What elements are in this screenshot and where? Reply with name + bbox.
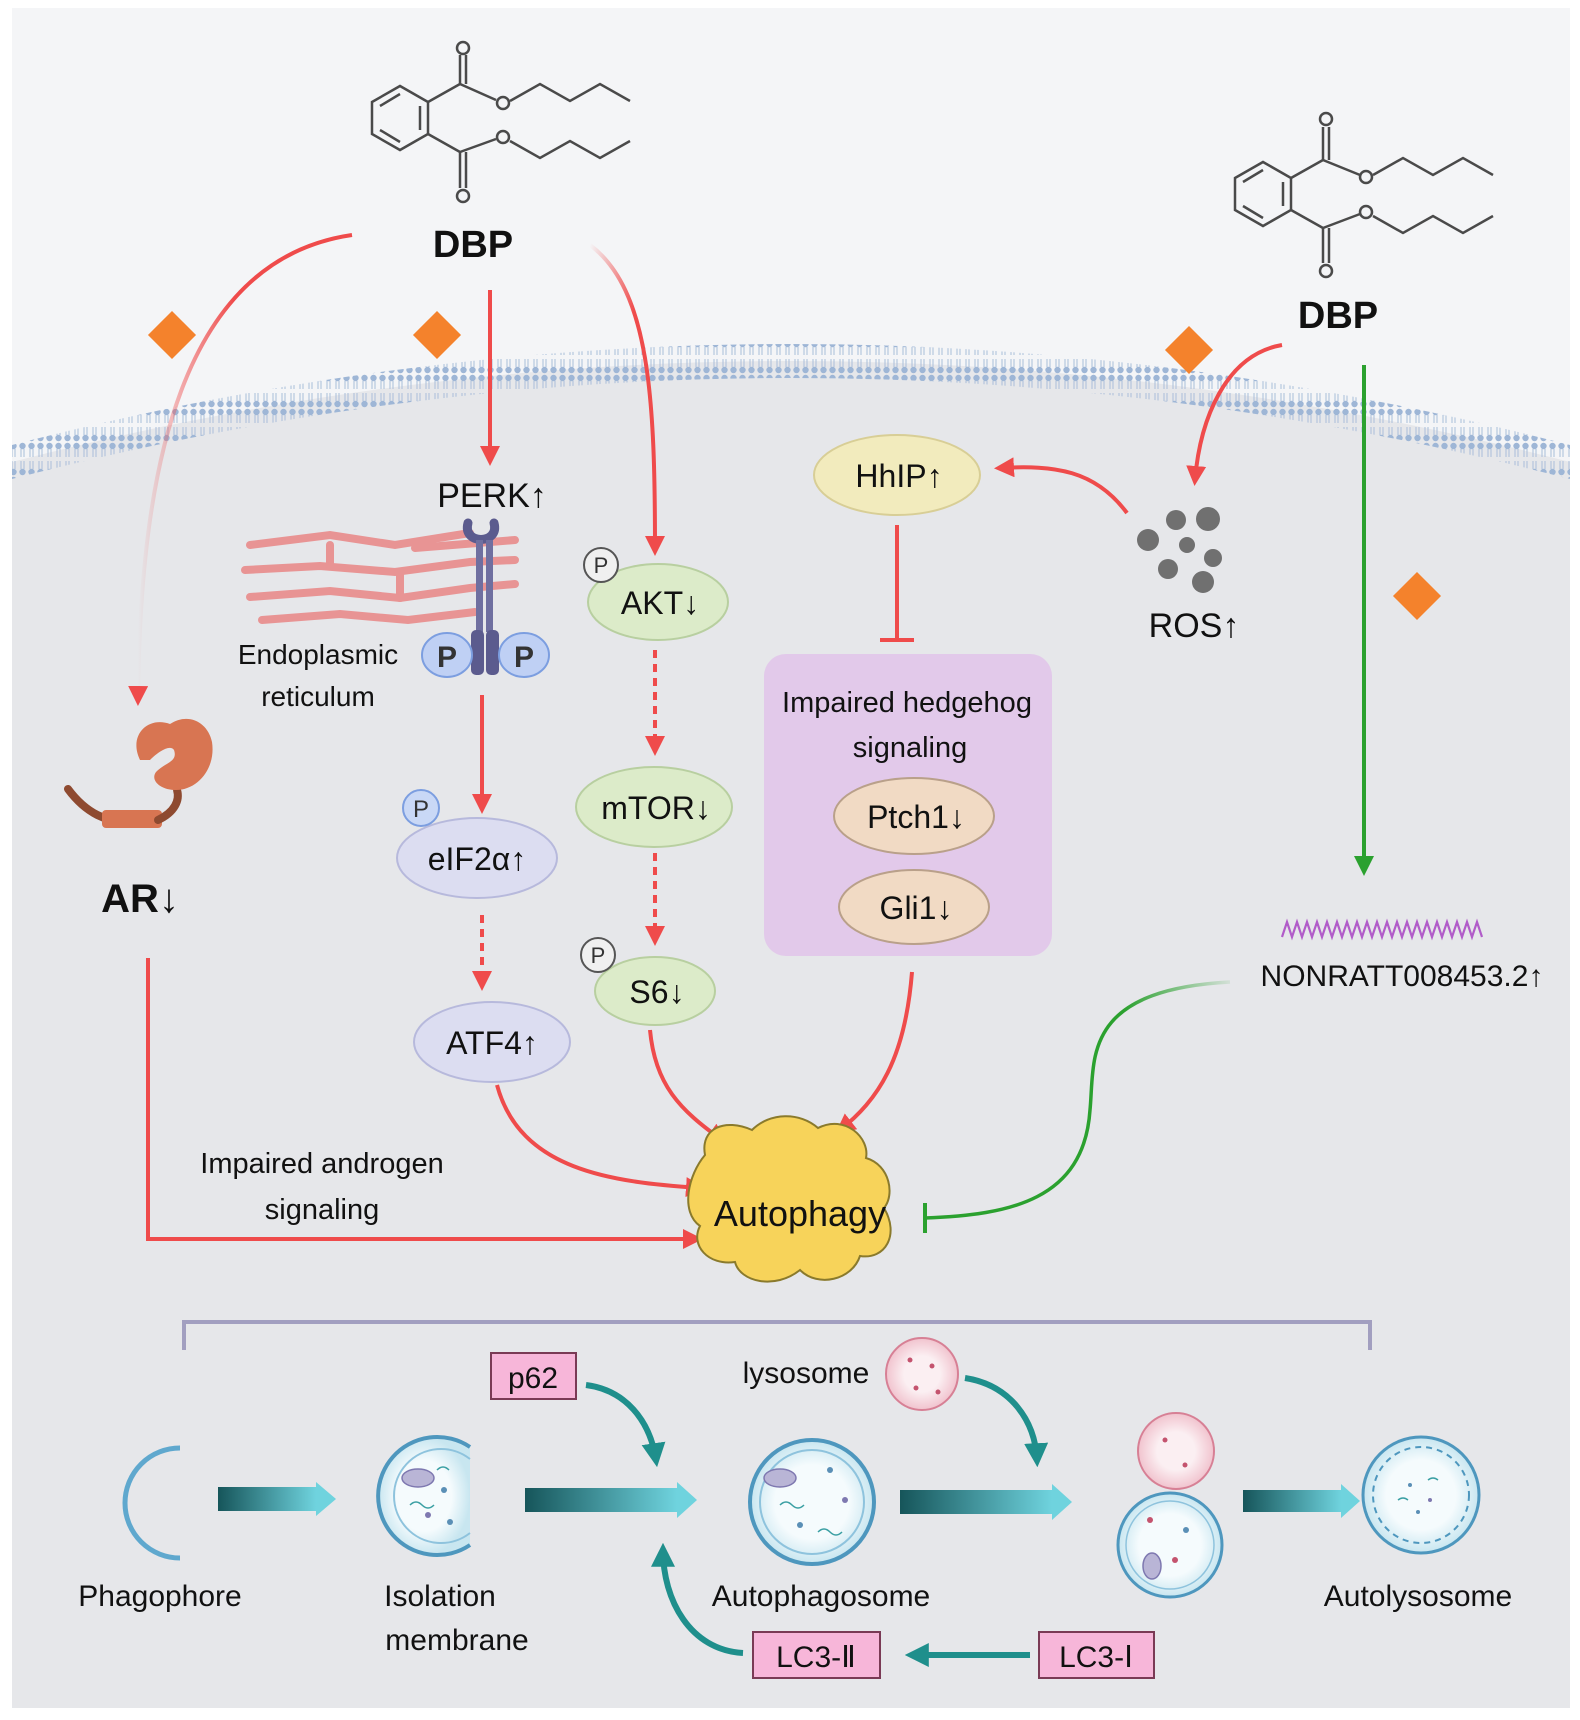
perk-label: PERK↑ — [437, 477, 547, 515]
eif2a-label: eIF2α↑ — [428, 841, 527, 877]
arrow-atf4-to-autophagy — [495, 1084, 706, 1198]
phospho-eif2a: P — [402, 789, 440, 827]
er-icon — [241, 529, 519, 625]
phagophore-icon — [122, 1445, 181, 1561]
arrow-dbp-to-akt — [588, 243, 665, 556]
svg-text:P: P — [514, 641, 534, 674]
cell-membrane — [12, 344, 1570, 479]
exposure-markers — [147, 310, 1442, 621]
arrow-ar-to-autophagy — [146, 958, 703, 1249]
lc3-1-label: LC3-Ⅰ — [1059, 1641, 1133, 1674]
hhip-node: HhIP↑ — [813, 434, 981, 516]
arrow-autophagosome-fusion — [900, 1490, 1052, 1514]
gli1-label: Gli1↓ — [880, 890, 953, 926]
arrow-isolation-autophagosome — [525, 1488, 677, 1512]
lysosome-label: lysosome — [743, 1357, 870, 1390]
androgen-label-line2: signaling — [265, 1194, 379, 1226]
fusion-icon — [1116, 1412, 1224, 1599]
lc3-2-label: LC3-Ⅱ — [776, 1641, 856, 1674]
atf4-label: ATF4↑ — [446, 1025, 538, 1061]
svg-text:P: P — [591, 943, 606, 968]
arrow-dbp-to-ros — [1186, 343, 1283, 486]
akt-node: AKT↓ — [587, 563, 729, 641]
lysosome-icon — [885, 1337, 959, 1411]
arrow-fusion-autolysosome — [1243, 1490, 1341, 1512]
eif2a-node: eIF2α↑ — [396, 817, 558, 899]
isolation-membrane-icon — [376, 1435, 472, 1557]
cytoplasm — [12, 361, 1570, 1708]
diamond-1 — [147, 310, 197, 360]
phagophore-label: Phagophore — [78, 1580, 241, 1613]
phospho-s6: P — [580, 937, 616, 973]
arrow-lysosome-fusion — [964, 1375, 1049, 1468]
hedgehog-label-line1: Impaired hedgehog — [782, 687, 1032, 719]
s6-label: S6↓ — [629, 974, 684, 1010]
androgen-label-line1: Impaired androgen — [200, 1148, 443, 1180]
p62-tag — [490, 1352, 577, 1400]
arrow-lc3-autophagosome — [651, 1542, 744, 1656]
phospho-er-2: P — [498, 632, 550, 678]
isolation-label-line2: membrane — [385, 1624, 528, 1657]
atf4-node: ATF4↑ — [413, 1001, 571, 1083]
autophagosome-label: Autophagosome — [712, 1580, 931, 1613]
autolysosome-label: Autolysosome — [1324, 1580, 1512, 1613]
inhibit-lncrna-autophagy — [924, 980, 1231, 1220]
ros-particles — [1137, 507, 1222, 593]
dbp-label-right: DBP — [1298, 295, 1378, 337]
lc3-1-tag — [1038, 1631, 1155, 1679]
mtor-node: mTOR↓ — [575, 766, 733, 848]
er-label-line2: reticulum — [261, 681, 375, 712]
arrow-s6-to-autophagy — [648, 1029, 727, 1144]
lc3-2-tag — [752, 1631, 881, 1679]
autophagy-blob — [687, 1115, 892, 1283]
diamond-2 — [412, 310, 462, 360]
inhibit-hhip-hedgehog — [880, 525, 914, 642]
lncrna-icon — [1280, 918, 1484, 941]
mtor-label: mTOR↓ — [601, 790, 711, 826]
ptch1-label: Ptch1↓ — [867, 799, 965, 835]
hhip-label: HhIP↑ — [855, 458, 942, 494]
ar-label: AR↓ — [101, 877, 179, 921]
arrow-p62-autophagosome — [585, 1382, 666, 1468]
svg-text:P: P — [413, 796, 429, 823]
s6-node: S6↓ — [594, 956, 716, 1026]
dbp-label-left: DBP — [433, 224, 513, 266]
perk-receptor-icon — [462, 518, 500, 675]
autophagy-label: Autophagy — [714, 1193, 886, 1234]
lncrna-label: NONRATT008453.2↑ — [1261, 960, 1544, 993]
svg-text:P: P — [594, 553, 609, 578]
isolation-label-line1: Isolation — [384, 1580, 496, 1613]
autophagosome-icon — [748, 1438, 876, 1566]
dbp-structure-left — [370, 40, 631, 204]
er-label-line1: Endoplasmic — [238, 639, 398, 670]
ar-receptor-icon — [64, 718, 213, 828]
arrow-dbp-to-ar — [128, 233, 353, 706]
gli1-node: Gli1↓ — [838, 869, 990, 945]
svg-text:P: P — [437, 641, 457, 674]
dbp-structure-right — [1233, 111, 1494, 279]
phospho-er-1: P — [421, 632, 473, 678]
akt-label: AKT↓ — [621, 585, 699, 621]
phospho-akt: P — [583, 547, 619, 583]
arrow-ros-to-hhip — [994, 457, 1129, 515]
p62-label: p62 — [508, 1362, 558, 1395]
bracket — [182, 1320, 1372, 1350]
arrow-hedgehog-to-autophagy — [835, 971, 914, 1134]
ros-label: ROS↑ — [1149, 607, 1240, 645]
ptch1-node: Ptch1↓ — [833, 777, 995, 855]
hedgehog-label-line2: signaling — [853, 732, 967, 764]
autolysosome-icon — [1361, 1435, 1481, 1555]
arrow-phagophore-isolation — [218, 1487, 316, 1511]
